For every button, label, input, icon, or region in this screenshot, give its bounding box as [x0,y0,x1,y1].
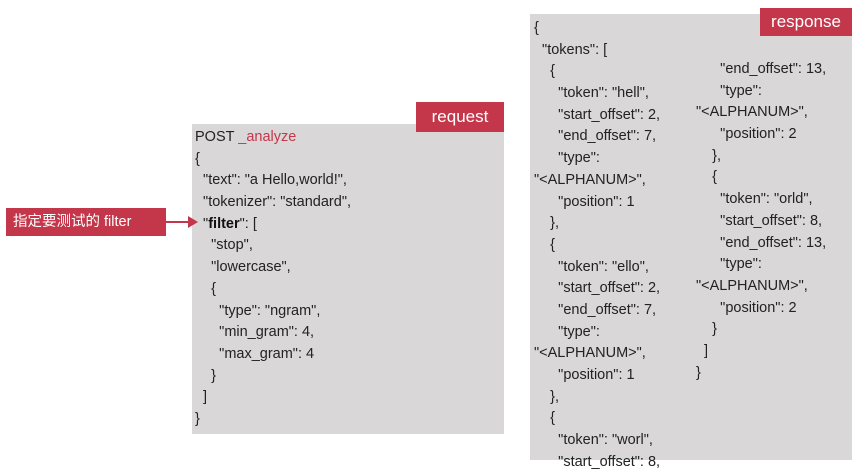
request-code-line: ] [195,389,208,406]
response-code-line: "start_offset": 2, [534,106,661,123]
response-code-line: "type": [696,256,762,273]
response-code-line: "<ALPHANUM>", [534,171,646,188]
response-code-line: ] [696,342,709,359]
response-code-line: "end_offset": 13, [696,61,827,77]
callout-arrow-icon [166,216,198,228]
response-code-line: }, [696,147,721,164]
response-code-line: }, [534,215,559,232]
response-code-line: "start_offset": 2, [534,280,661,297]
response-code-line: "position": 2 [696,299,797,316]
request-code-line: "min_gram": 4, [195,324,315,341]
analyze-endpoint: _analyze [238,129,297,145]
response-code-line: "tokens": [ [534,41,608,58]
response-code-line: "token": "ello", [534,258,649,275]
response-code-line: "<ALPHANUM>", [534,345,646,362]
response-code-line: "end_offset": 7, [534,301,657,318]
response-column-2: "end_offset": 13, "type": "<ALPHANUM>", "… [696,59,826,384]
response-tag: response [760,8,852,36]
filter-callout-label: 指定要测试的 filter [6,208,166,236]
request-code-line: "lowercase", [195,259,291,276]
http-method: POST [195,129,235,145]
filter-prefix: " [195,215,209,232]
request-filter-line: "filter": [ [195,214,504,236]
response-code-line: "type": [534,150,600,167]
response-code-line: { [534,63,555,80]
request-line-method: POST _analyze [195,127,504,149]
response-code-line: "start_offset": 8, [696,212,823,229]
response-code-line: "token": "orld", [696,191,813,208]
response-code-line: "<ALPHANUM>", [696,277,808,294]
response-code-line: "end_offset": 13, [696,234,827,251]
response-code-line: "<ALPHANUM>", [696,104,808,121]
request-code-line: "type": "ngram", [195,302,321,319]
request-code-line: "tokenizer": "standard", [195,194,351,211]
response-code-line: "start_offset": 8, [534,453,661,470]
response-code-line: { [534,236,555,253]
response-code-line: "position": 1 [534,193,635,210]
response-code-line: } [696,321,717,338]
request-code-line: } [195,410,200,427]
response-code-line: "token": "hell", [534,85,649,102]
request-code-line: } [195,367,216,384]
response-code-line: "end_offset": 7, [534,128,657,145]
request-code-panel: POST _analyze { "text": "a Hello,world!"… [192,124,504,434]
request-code-line: { [195,150,200,167]
filter-rest: ": [ [239,215,257,232]
response-code-line: } [696,364,701,381]
response-code-panel: { "tokens": [ { "token": "hell", "start_… [530,14,852,470]
request-code-line: "stop", [195,237,253,254]
response-code-line: "position": 2 [696,126,797,143]
request-tag: request [416,102,504,132]
request-code-line: { [195,280,216,297]
response-code-line: { [534,410,555,427]
request-code-line: "max_gram": 4 [195,345,315,362]
response-code-line: "position": 1 [534,367,635,383]
response-code-line: { [534,20,539,36]
filter-keyword: filter [208,215,240,232]
response-code-line: { [696,169,717,186]
response-code-line: "token": "worl", [534,432,653,449]
request-code-line: "text": "a Hello,world!", [195,172,347,189]
response-code-line: "type": [534,323,600,340]
response-column-1: { "tokens": [ { "token": "hell", "start_… [534,18,660,473]
response-code-line: "type": [696,82,762,99]
response-code-line: }, [534,388,559,405]
